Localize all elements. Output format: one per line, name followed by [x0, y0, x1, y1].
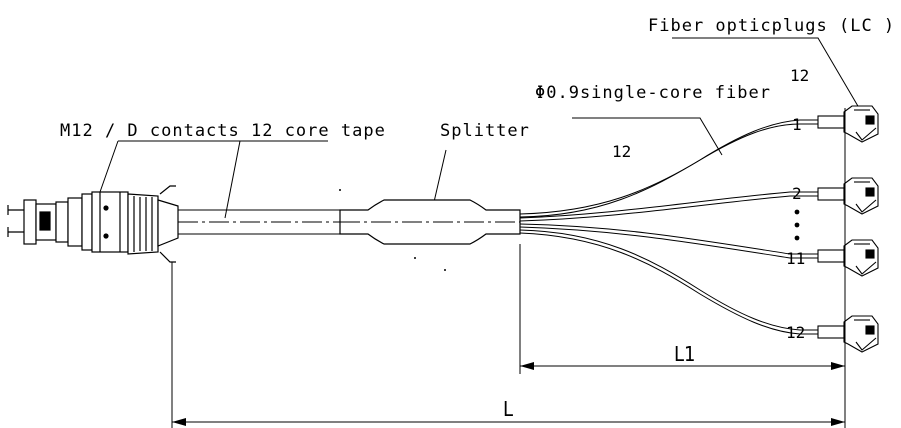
- plug-number: 2: [792, 184, 802, 203]
- single-core-label: Φ0.9single-core fiber: [535, 83, 771, 103]
- dimension-arrows: [172, 362, 845, 426]
- dimension-lines: [171, 108, 846, 428]
- stray-dots: [339, 189, 446, 271]
- lc-plug: [817, 315, 879, 353]
- plug-number: 11: [786, 249, 805, 268]
- splitter-label: Splitter: [440, 121, 530, 141]
- fiber-plugs-label: Fiber opticplugs (LC ): [648, 16, 895, 36]
- m12-connector: [7, 185, 179, 263]
- dimension-l1-label: L1: [674, 342, 695, 366]
- splitter-body: [339, 199, 521, 245]
- fiber-count-top: 12: [790, 66, 809, 85]
- leader-single-core: [572, 117, 723, 156]
- lc-plug: [817, 105, 879, 143]
- fiber-count-mid: 12: [612, 142, 631, 161]
- leader-m12-tape: [224, 140, 241, 219]
- m12-label: M12 / D contacts 12 core tape: [60, 121, 386, 141]
- lc-plugs: [817, 105, 879, 353]
- ellipsis-dots: [794, 209, 800, 241]
- leader-lines: [99, 37, 863, 229]
- lc-plug: [817, 239, 879, 277]
- plug-number: 1: [792, 115, 802, 134]
- plug-number: 12: [786, 323, 805, 342]
- lc-plug: [817, 177, 879, 215]
- leader-m12-drop: [99, 140, 119, 193]
- dimension-l-label: L: [503, 397, 513, 421]
- main-cable: [178, 209, 340, 235]
- leader-fiber-plugs: [672, 37, 863, 114]
- fanout-fibers: [519, 119, 818, 335]
